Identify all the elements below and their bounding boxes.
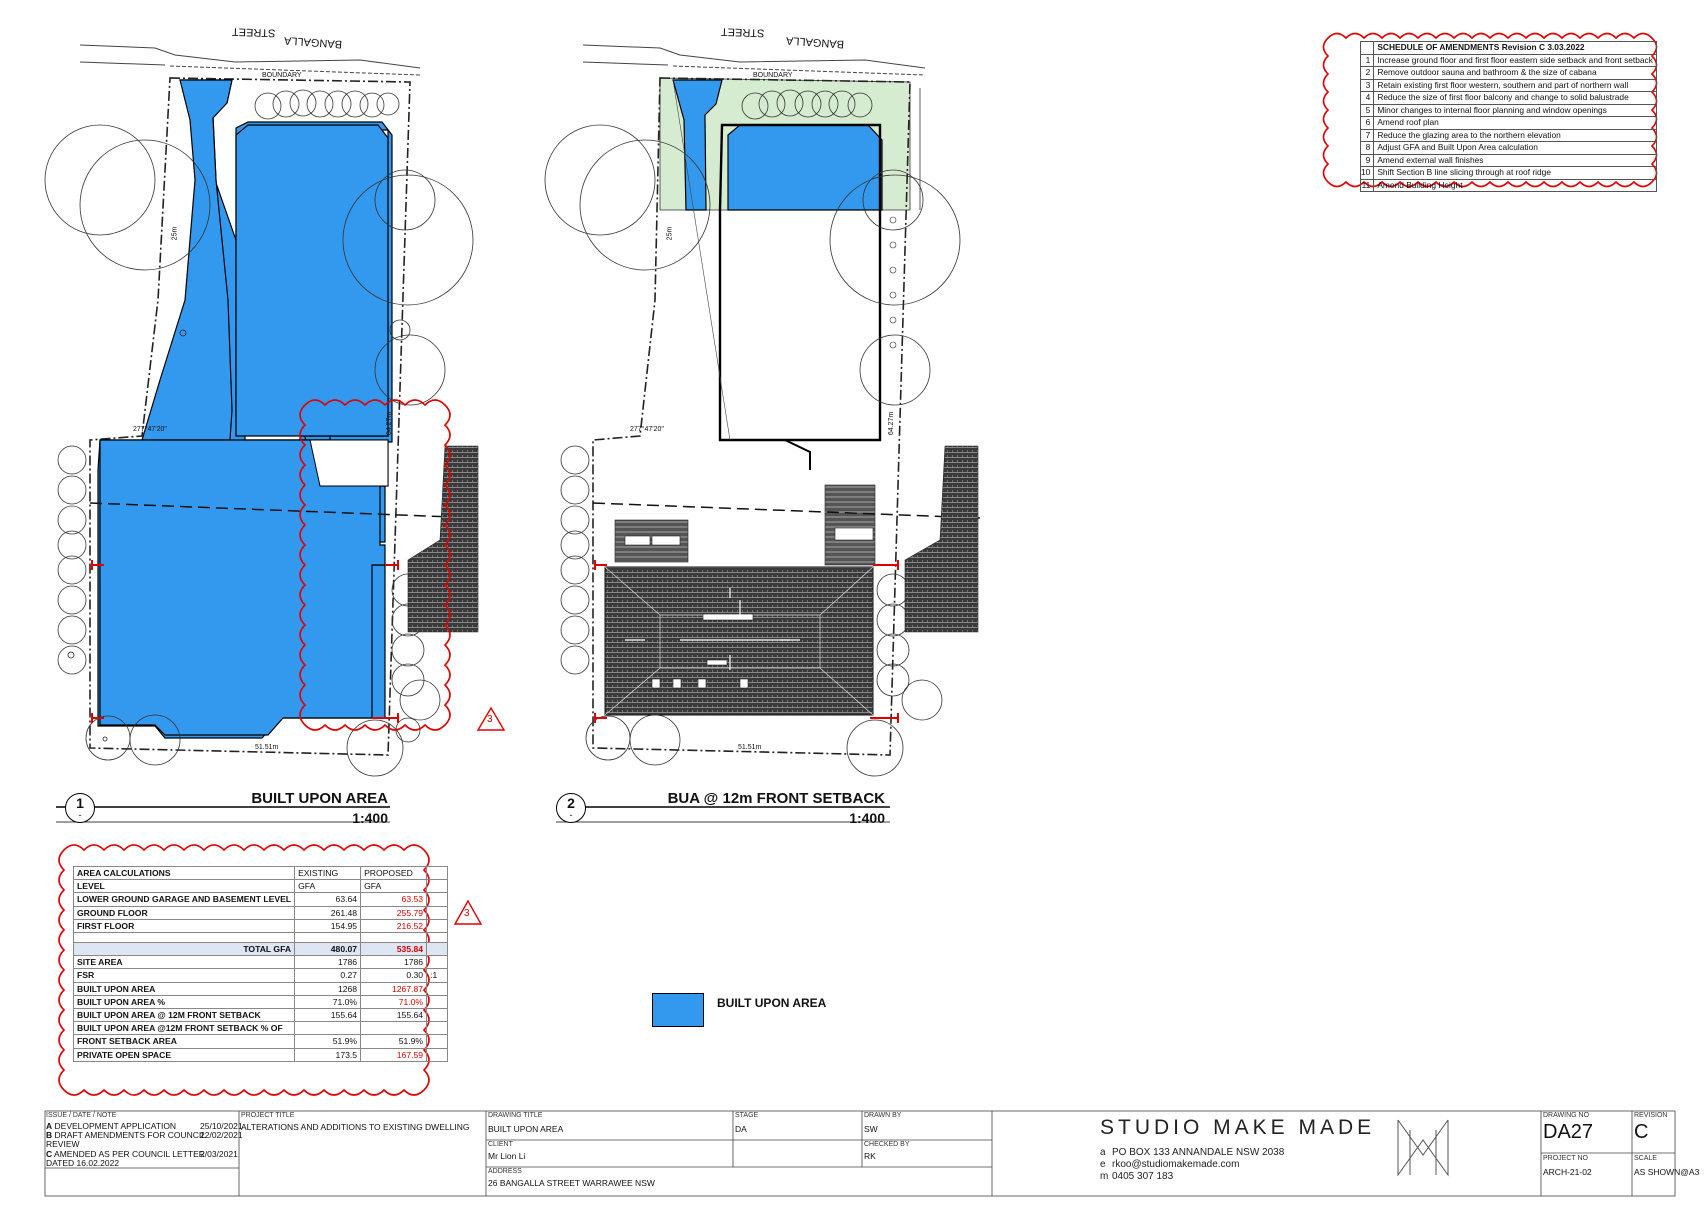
amendments-table: SCHEDULE OF AMENDMENTS Revision C 3.03.2…: [1359, 41, 1657, 192]
issue-label: ISSUE / DATE / NOTE: [46, 1112, 117, 1119]
revision-cloud-area-table: [58, 844, 430, 1096]
table-row: FSR 0.27 0.30 :1: [72, 968, 449, 983]
view-number-2: 2: [567, 795, 575, 811]
firm-logo: [1397, 1119, 1449, 1177]
view-title-1: BUILT UPON AREA: [251, 790, 388, 807]
legend-swatch: [652, 993, 704, 1027]
stage: DA: [735, 1124, 747, 1134]
client-label: CLIENT: [488, 1141, 513, 1148]
scale-mark-1: 51.51m: [255, 744, 279, 751]
title-block-frame: [44, 1110, 1676, 1197]
scale-label: SCALE: [1634, 1155, 1657, 1162]
project-title: ALTERATIONS AND ADDITIONS TO EXISTING DW…: [241, 1122, 470, 1132]
boundary-label-2: BOUNDARY: [753, 72, 793, 79]
bearing-label-2: 277°47'20": [630, 426, 664, 433]
street-label-1a: STREET: [231, 25, 276, 39]
project-title-label: PROJECT TITLE: [241, 1112, 295, 1119]
boundary-label-1: BOUNDARY: [262, 72, 302, 79]
table-row: SITE AREA 1786 1786: [72, 955, 449, 970]
view-marker-1: 1 -: [65, 793, 95, 823]
total-row: TOTAL GFA 480.07 535.84: [72, 942, 449, 957]
drawing-no-label: DRAWING NO: [1543, 1112, 1590, 1119]
revision: C: [1634, 1121, 1649, 1143]
area-calculations-table: AREA CALCULATIONS EXISTING PROPOSED LEVE…: [72, 865, 449, 1062]
revision-cloud-plan1: [299, 399, 451, 731]
table-row: FRONT SETBACK AREA 51.9% 51.9%: [72, 1034, 449, 1049]
scale: AS SHOWN@A3: [1634, 1167, 1700, 1177]
roof-plan: [604, 566, 874, 716]
revision-label: REVISION: [1634, 1112, 1668, 1119]
drawing-title-label: DRAWING TITLE: [488, 1112, 543, 1119]
amendments-title: SCHEDULE OF AMENDMENTS Revision C 3.03.2…: [1373, 41, 1657, 55]
table-row: BUILT UPON AREA @12M FRONT SETBACK % OF: [72, 1021, 449, 1036]
plan-1: [44, 44, 506, 823]
table-row: FIRST FLOOR 154.95 216.52: [72, 918, 449, 934]
distance-label-1: 64.27m: [386, 411, 394, 436]
table-row: BUILT UPON AREA % 71.0% 71.0%: [72, 994, 449, 1010]
distance-label-2: 64.27m: [888, 411, 896, 436]
plan-2: [544, 44, 981, 823]
distance-label-4: 25m: [666, 226, 674, 241]
client: Mr Lion Li: [488, 1151, 526, 1161]
table-row: LOWER GROUND GARAGE AND BASEMENT LEVEL 6…: [72, 892, 449, 907]
distance-label-3: 25m: [171, 226, 179, 241]
view-scale-2: 1:400: [849, 810, 885, 826]
legend-label: BUILT UPON AREA: [717, 996, 827, 1010]
view-sub-1: -: [78, 810, 82, 820]
address: 26 BANGALLA STREET WARRAWEE NSW: [488, 1178, 655, 1188]
street-label-2a: STREET: [720, 25, 765, 39]
view-sub-2: -: [569, 810, 573, 820]
checked-label: CHECKED BY: [864, 1141, 910, 1148]
drawn-by: SW: [864, 1124, 878, 1134]
drawing-no: DA27: [1543, 1121, 1594, 1143]
project-no-label: PROJECT NO: [1543, 1155, 1588, 1162]
view-number-1: 1: [76, 795, 84, 811]
bearing-label-1: 277°47'20": [133, 426, 167, 433]
table-row: GROUND FLOOR 261.48 255.79: [72, 905, 449, 920]
revision-tag-plan1: 3: [487, 714, 493, 725]
table-row: BUILT UPON AREA 1268 1267.87: [72, 981, 449, 996]
view-marker-2: 2 -: [556, 793, 586, 823]
drawing-title: BUILT UPON AREA: [488, 1124, 564, 1134]
project-no: ARCH-21-02: [1543, 1167, 1592, 1177]
firm-name: STUDIO MAKE MADE: [1100, 1116, 1376, 1139]
drawn-label: DRAWN BY: [864, 1112, 902, 1119]
table-row: PRIVATE OPEN SPACE 173.5 167.59: [72, 1047, 449, 1062]
address-label: ADDRESS: [488, 1168, 522, 1175]
revision-tag-table: 3: [464, 908, 470, 919]
view-scale-1: 1:400: [352, 810, 388, 826]
table-row: BUILT UPON AREA @ 12M FRONT SETBACK 155.…: [72, 1008, 449, 1023]
view-title-2: BUA @ 12m FRONT SETBACK: [667, 790, 885, 807]
scale-mark-2: 51.51m: [738, 744, 762, 751]
stage-label: STAGE: [735, 1112, 759, 1119]
area-table-title: AREA CALCULATIONS: [72, 865, 296, 881]
checked-by: RK: [864, 1151, 876, 1161]
